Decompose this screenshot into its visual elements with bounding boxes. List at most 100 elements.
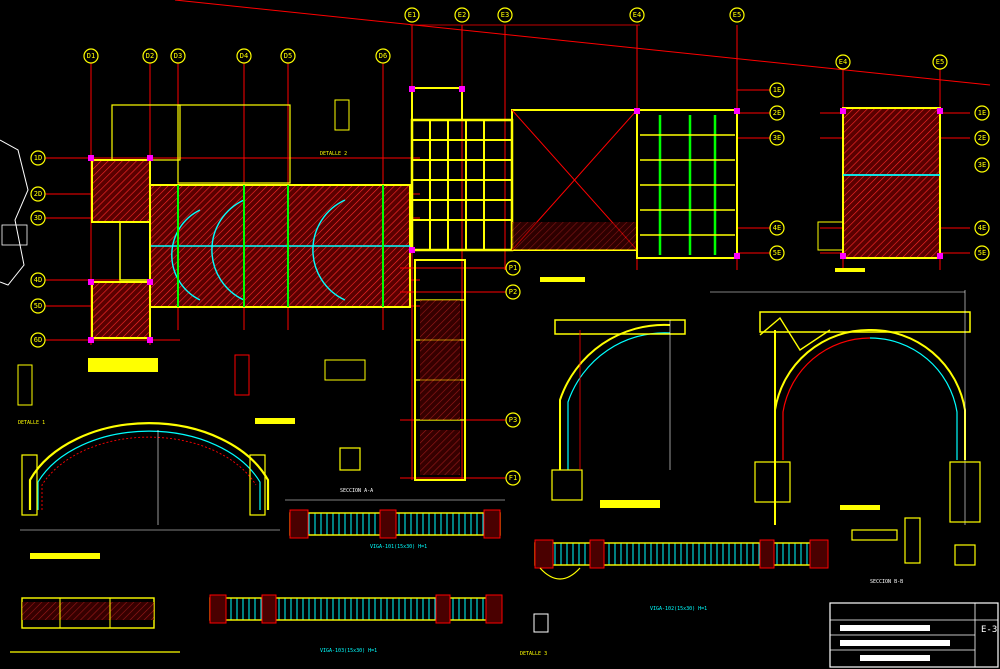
svg-text:1E: 1E — [978, 109, 986, 117]
svg-text:D6: D6 — [379, 52, 387, 60]
axis-bubble-e4-right: E4 — [835, 54, 851, 70]
svg-text:4D: 4D — [34, 276, 42, 284]
beam-elevation-2 — [534, 539, 829, 580]
axis-bubble-d2: D2 — [142, 48, 158, 64]
svg-text:3E: 3E — [773, 134, 781, 142]
svg-text:1E: 1E — [773, 86, 781, 94]
axis-bubble-1e: 1E — [769, 82, 785, 98]
axis-bubbles-right-far: 1E 2E 3E 4E 5E — [974, 105, 990, 261]
axis-bubble-4e: 4E — [769, 220, 785, 236]
axis-bubble-f1: F1 — [505, 470, 521, 486]
svg-text:3D: 3D — [34, 214, 42, 222]
svg-text:D4: D4 — [240, 52, 248, 60]
label-detail-2: DETALLE 2 — [320, 151, 347, 157]
axis-bubbles-top-left: D1 D2 D3 D4 D5 D6 — [83, 48, 391, 64]
axis-bubble-1e-far: 1E — [974, 105, 990, 121]
svg-text:2D: 2D — [34, 190, 42, 198]
title-bars — [30, 268, 880, 559]
plan-left-slabs — [91, 104, 411, 339]
label-beam-3: VIGA-103(15x30) H=1 — [320, 648, 377, 654]
svg-text:F1: F1 — [509, 474, 517, 482]
axis-bubble-e1: E1 — [404, 7, 420, 23]
arch-elevation-1 — [551, 319, 686, 501]
axis-bubble-3d: 3D — [30, 210, 46, 226]
svg-text:P3: P3 — [509, 416, 517, 424]
svg-text:5D: 5D — [34, 302, 42, 310]
arch-elevation-3 — [20, 422, 280, 531]
axis-bubbles-left: 1D 2D 3D 4D 5D 6D — [30, 150, 46, 348]
site-outline — [0, 139, 29, 286]
plan-right — [817, 65, 970, 270]
axis-bubble-d5: D5 — [280, 48, 296, 64]
label-section-b: SECCION B-B — [870, 579, 903, 585]
title-block: E-3 — [829, 602, 999, 668]
detail-small-bottom-left — [10, 597, 180, 653]
label-beam-1: VIGA-101(15x30) H=1 — [370, 544, 427, 550]
svg-text:D3: D3 — [174, 52, 182, 60]
sheet-number: E-3 — [981, 625, 997, 635]
axis-bubble-e5-right: E5 — [932, 54, 948, 70]
svg-text:D1: D1 — [87, 52, 95, 60]
svg-text:1D: 1D — [34, 154, 42, 162]
svg-text:D2: D2 — [146, 52, 154, 60]
axis-bubbles-right-mid: 1E 2E 3E 4E 5E — [769, 82, 785, 261]
axis-bubble-e2: E2 — [454, 7, 470, 23]
axis-bubbles-top-right: E4 E5 — [835, 54, 948, 70]
beam-elevation-3 — [209, 594, 503, 624]
svg-text:4E: 4E — [773, 224, 781, 232]
svg-text:E1: E1 — [408, 11, 416, 19]
svg-text:E2: E2 — [458, 11, 466, 19]
label-section-a: SECCION A-A — [340, 488, 373, 494]
axis-bubble-d6: D6 — [375, 48, 391, 64]
axis-bubble-5e: 5E — [769, 245, 785, 261]
axis-bubble-1d: 1D — [30, 150, 46, 166]
site-outline-2 — [1, 224, 28, 246]
axis-bubble-4d: 4D — [30, 272, 46, 288]
svg-text:5E: 5E — [978, 249, 986, 257]
svg-text:E5: E5 — [733, 11, 741, 19]
detail-sections-right — [17, 99, 976, 633]
axis-bubble-p2: P2 — [505, 284, 521, 300]
label-detail-3: DETALLE 3 — [520, 651, 547, 657]
axis-bubble-2e: 2E — [769, 105, 785, 121]
axis-bubble-p3: P3 — [505, 412, 521, 428]
axis-bubble-2e-far: 2E — [974, 130, 990, 146]
axis-bubble-d4: D4 — [236, 48, 252, 64]
svg-text:E3: E3 — [501, 11, 509, 19]
axis-bubble-e3: E3 — [497, 7, 513, 23]
svg-text:P1: P1 — [509, 264, 517, 272]
svg-text:6D: 6D — [34, 336, 42, 344]
label-beam-2: VIGA-102(15x30) H=1 — [650, 606, 707, 612]
axis-bubble-3e-far: 3E — [974, 157, 990, 173]
svg-text:E4: E4 — [633, 11, 641, 19]
svg-text:D5: D5 — [284, 52, 292, 60]
axis-bubble-p1: P1 — [505, 260, 521, 276]
svg-text:2E: 2E — [978, 134, 986, 142]
label-detail-1: DETALLE 1 — [18, 420, 45, 426]
svg-text:4E: 4E — [978, 224, 986, 232]
axis-bubble-2d: 2D — [30, 186, 46, 202]
svg-text:5E: 5E — [773, 249, 781, 257]
axis-bubble-5e-far: 5E — [974, 245, 990, 261]
beam-elevation-1 — [285, 499, 505, 539]
axis-bubble-d3: D3 — [170, 48, 186, 64]
svg-text:E5: E5 — [936, 58, 944, 66]
axis-bubble-e5: E5 — [729, 7, 745, 23]
svg-text:P2: P2 — [509, 288, 517, 296]
axis-bubble-5d: 5D — [30, 298, 46, 314]
axis-bubble-3e: 3E — [769, 130, 785, 146]
svg-text:2E: 2E — [773, 109, 781, 117]
axis-bubbles-top-mid: E1 E2 E3 E4 E5 — [404, 7, 745, 23]
boundary-line — [174, 0, 991, 86]
axis-bubbles-stair: P1 P2 P3 F1 — [505, 260, 521, 486]
plan-mid-framing — [410, 87, 738, 481]
axis-bubble-d1: D1 — [83, 48, 99, 64]
axis-bubble-4e-far: 4E — [974, 220, 990, 236]
axis-bubble-6d: 6D — [30, 332, 46, 348]
svg-text:3E: 3E — [978, 161, 986, 169]
svg-text:E4: E4 — [839, 58, 847, 66]
arch-elevation-2 — [710, 290, 981, 525]
axis-bubble-e4: E4 — [629, 7, 645, 23]
column-markers — [88, 86, 943, 343]
